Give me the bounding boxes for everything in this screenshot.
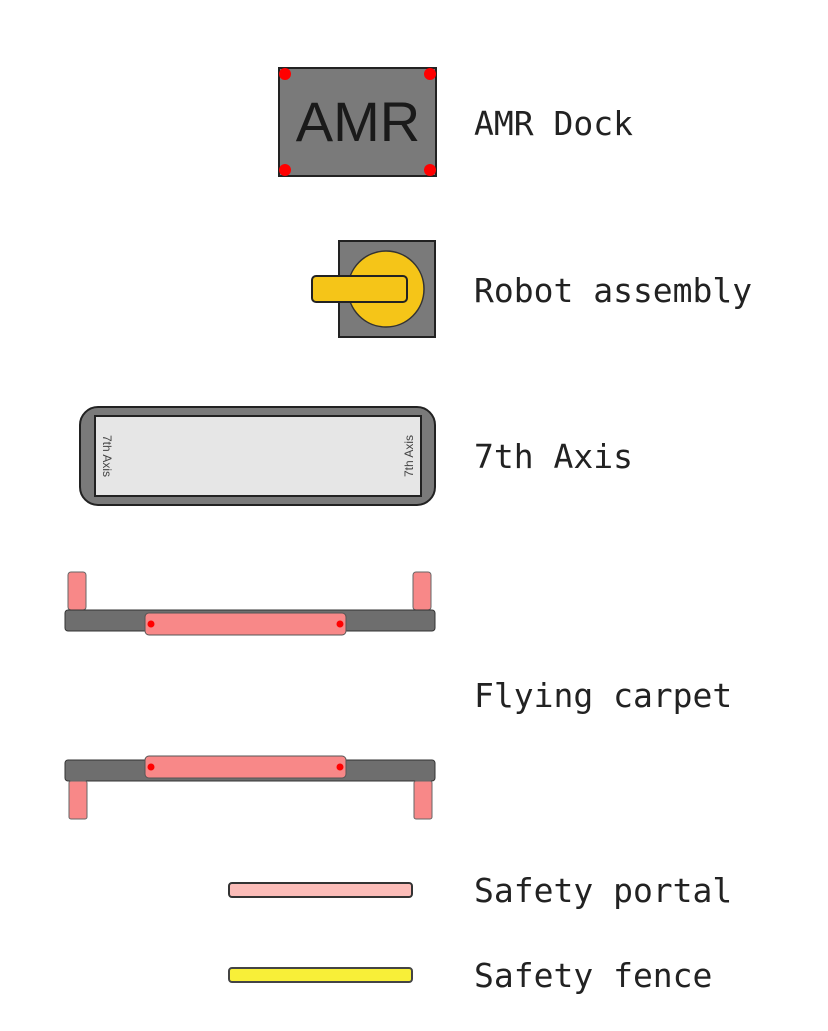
carpet-post bbox=[68, 780, 88, 820]
safety-portal-symbol bbox=[228, 882, 413, 898]
corner-marker-icon bbox=[279, 164, 291, 176]
flying-carpet-symbol-bottom bbox=[64, 755, 436, 820]
axis-end-label-right: 7th Axis bbox=[402, 435, 416, 477]
seventh-axis-symbol: 7th Axis 7th Axis bbox=[79, 406, 436, 506]
carpet-post bbox=[412, 571, 432, 611]
carpet-platform bbox=[144, 755, 347, 779]
flying-carpet-symbol-top bbox=[64, 571, 436, 636]
legend-label-safety-fence: Safety fence bbox=[474, 956, 713, 995]
robot-assembly-symbol bbox=[311, 240, 436, 338]
carpet-marker-icon bbox=[336, 620, 344, 628]
legend-label-7th-axis: 7th Axis bbox=[474, 437, 633, 476]
robot-arm-icon bbox=[311, 275, 408, 303]
carpet-post bbox=[413, 780, 433, 820]
amr-dock-box bbox=[278, 67, 437, 177]
carpet-marker-icon bbox=[147, 620, 155, 628]
legend-label-flying-carpet: Flying carpet bbox=[474, 676, 733, 715]
legend-label-robot-assembly: Robot assembly bbox=[474, 271, 753, 310]
legend-label-safety-portal: Safety portal bbox=[474, 871, 733, 910]
corner-marker-icon bbox=[424, 68, 436, 80]
carpet-post bbox=[67, 571, 87, 611]
amr-dock-symbol-text: AMR bbox=[296, 90, 420, 153]
carpet-marker-icon bbox=[336, 763, 344, 771]
carpet-marker-icon bbox=[147, 763, 155, 771]
amr-dock-symbol: AMR bbox=[278, 67, 437, 177]
legend-label-amr-dock: AMR Dock bbox=[474, 104, 633, 143]
carpet-platform bbox=[144, 612, 347, 636]
axis-end-label-left: 7th Axis bbox=[100, 435, 114, 477]
corner-marker-icon bbox=[424, 164, 436, 176]
corner-marker-icon bbox=[279, 68, 291, 80]
safety-fence-symbol bbox=[228, 967, 413, 983]
axis-bed bbox=[94, 415, 422, 497]
